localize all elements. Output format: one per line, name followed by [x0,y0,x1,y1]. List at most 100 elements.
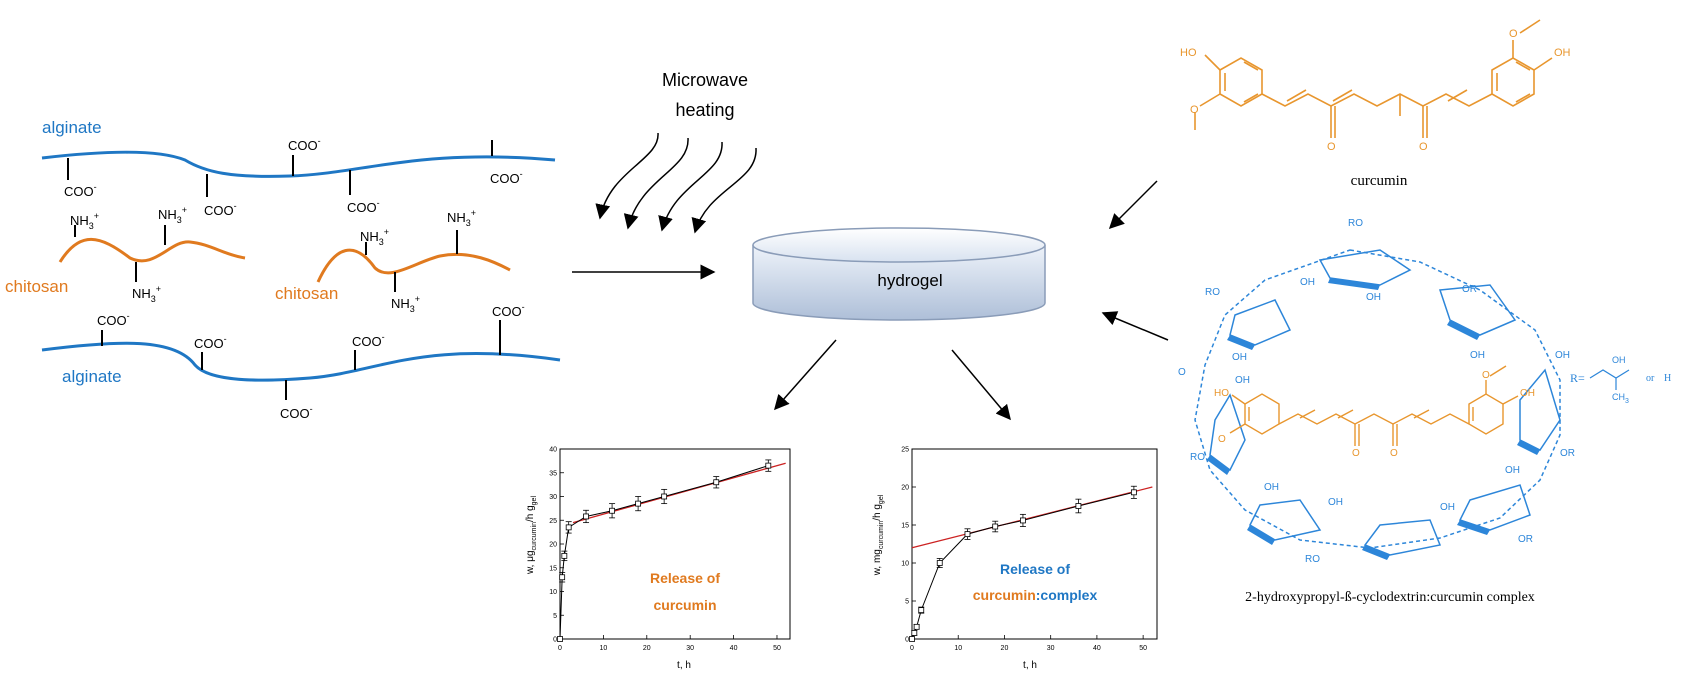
y-tick-label: 5 [553,613,557,620]
plot-frame [911,448,1158,640]
arrow-curcumin-to-hydrogel [1108,180,1158,230]
fit-line [911,486,1153,549]
svg-text:OH: OH [1300,277,1315,288]
heat-wave-arrows [595,132,757,234]
data-point [964,531,971,538]
y-tick-label: 10 [549,589,557,596]
svg-text:COO-: COO- [288,136,321,153]
data-point [609,507,615,514]
chart-left-labels: Release of curcumin t, h w, μgcurcumin/h… [525,496,720,671]
chart-left-annotation-line2: curcumin [653,597,716,613]
cyclodextrin-bold-wedges [1207,278,1540,560]
alginate-chain-bottom [41,341,561,382]
inner-curcumin-structure [1229,365,1519,446]
x-tick-label: 50 [773,645,781,652]
svg-text:COO-: COO- [490,169,523,186]
y-tick-label: 20 [549,542,557,549]
y-tick-label: 0 [553,637,557,644]
svg-text:OH: OH [1555,350,1570,361]
chitosan-chain-right [316,248,511,283]
curcumin-caption: curcumin [1351,173,1408,189]
data-point [583,513,589,520]
carboxylate-labels-bottom: COO- COO- COO- COO- COO- [97,302,525,421]
cyclodextrin-ring [1194,249,1561,556]
svg-text:O: O [1419,141,1428,153]
svg-text:NH3+: NH3+ [132,284,161,304]
y-tick-label: 0 [905,637,909,644]
hydrogel-dish: hydrogel [752,227,1046,321]
arrow-complex-to-hydrogel [1101,311,1169,341]
data-point [561,552,568,559]
carboxylate-groups-bottom [101,320,501,400]
svg-text:NH3+: NH3+ [447,208,476,228]
svg-text:O: O [1352,448,1360,459]
hydrogel-label: hydrogel [877,271,942,290]
microwave-label-line2: heating [675,100,734,120]
y-tick-label: 35 [549,470,557,477]
alginate-bottom-label: alginate [62,367,122,386]
chitosan-left-label: chitosan [5,277,68,296]
svg-text:COO-: COO- [204,201,237,218]
chitosan-chain-left [58,237,246,263]
y-tick-label: 20 [901,485,909,492]
svg-text:HO: HO [1214,388,1229,399]
data-point [1020,517,1026,524]
chart-right-labels: Release of curcumin:complex t, h w, mgcu… [872,494,1097,671]
svg-text:OH: OH [1232,352,1247,363]
svg-text:OH: OH [1440,502,1455,513]
svg-text:CH3: CH3 [1612,392,1629,405]
x-tick-label: 0 [558,645,562,652]
arrow-hydrogel-to-right-chart [951,349,1011,421]
ammonium-sticks-left [74,225,166,282]
svg-text:OR: OR [1518,534,1533,545]
svg-text:O: O [1218,434,1226,445]
x-tick-label: 30 [1047,645,1055,652]
x-tick-label: 40 [730,645,738,652]
x-tick-label: 10 [954,645,962,652]
curcumin-atom-labels: HO O O O O OH [1180,28,1571,153]
svg-text:NH3+: NH3+ [360,227,389,247]
data-point [661,493,668,500]
svg-text:NH3+: NH3+ [158,205,187,225]
x-tick-label: 0 [910,645,914,652]
svg-text:COO-: COO- [280,404,313,421]
r-group-definition: R= OH CH3 or H [1570,355,1671,405]
y-tick-label: 15 [901,523,909,530]
x-tick-label: 20 [1001,645,1009,652]
data-point [992,523,999,530]
x-tick-label: 40 [1093,645,1101,652]
data-point [559,574,566,581]
svg-text:NH3+: NH3+ [70,211,99,231]
svg-text:O: O [1327,141,1336,153]
svg-text:O: O [1390,448,1398,459]
svg-text:OH: OH [1366,292,1381,303]
data-point [765,462,772,469]
data-point [1130,489,1137,496]
svg-text:O: O [1190,104,1199,116]
svg-text:OH: OH [1554,47,1571,59]
svg-text:NH3+: NH3+ [391,294,420,314]
svg-text:COO-: COO- [492,302,525,319]
y-tick-label: 30 [549,494,557,501]
y-tick-label: 25 [549,518,557,525]
svg-text:OH: OH [1328,497,1343,508]
svg-text:O: O [1482,370,1490,381]
chart-right-annotation-line1: Release of [1000,561,1070,577]
svg-text:OH: OH [1520,388,1535,399]
data-point [1075,503,1082,509]
complex-caption: 2-hydroxypropyl-ß-cyclodextrin:curcumin … [1245,590,1535,605]
svg-text:RO: RO [1190,452,1205,463]
svg-text:COO-: COO- [352,332,385,349]
data-point [557,636,563,642]
x-tick-label: 10 [599,645,607,652]
data-point [936,560,943,566]
data-point [909,636,915,642]
data-curve [911,491,1135,640]
svg-text:O: O [1509,28,1518,40]
fit-line [572,462,786,524]
chart-left-xlabel: t, h [677,660,691,671]
y-tick-label: 25 [901,447,909,454]
data-point [918,607,925,614]
